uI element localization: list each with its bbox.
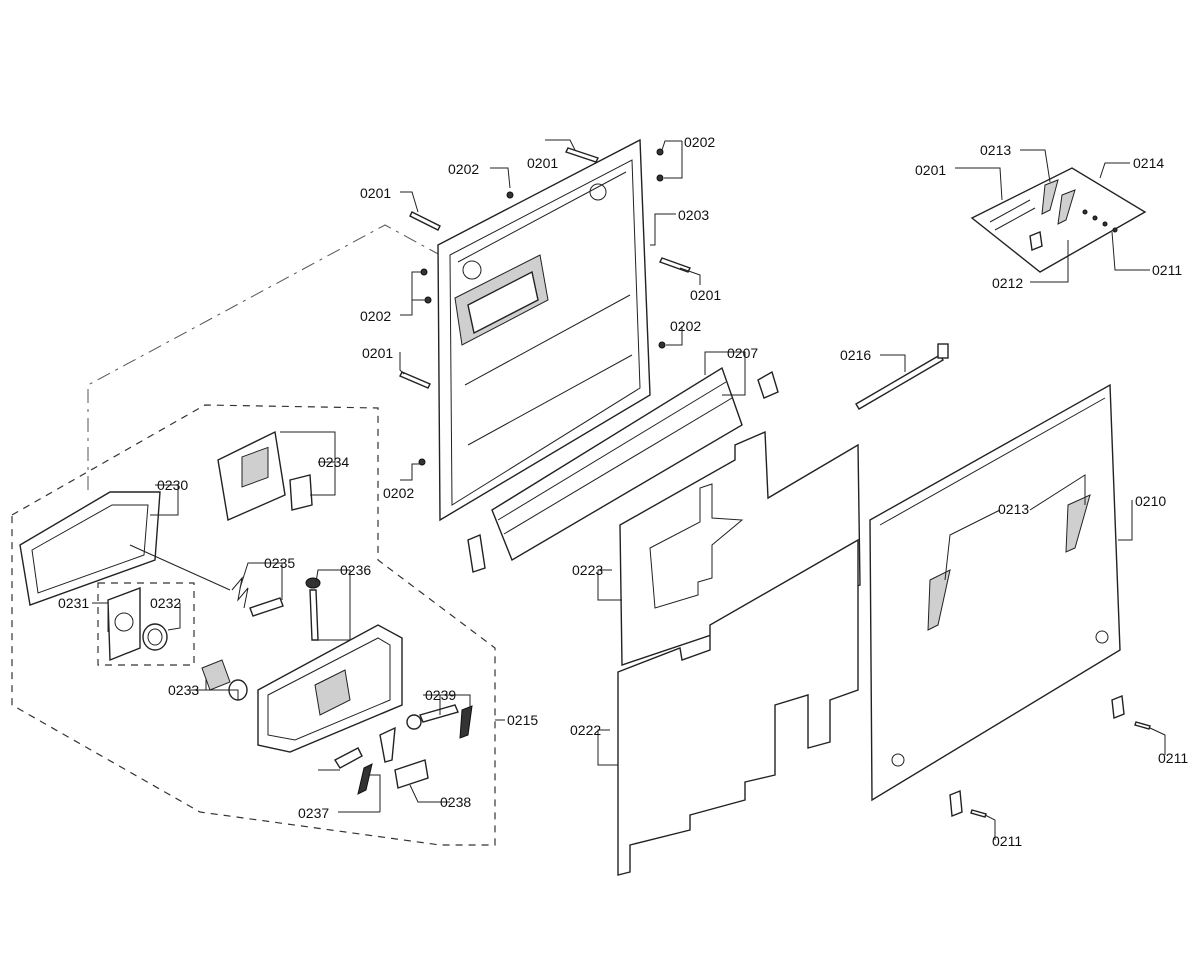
spring-and-pin (231, 576, 321, 641)
hardware-kit (970, 167, 1147, 273)
rod-0216 (855, 343, 949, 410)
callout-0211-right: 0211 (1158, 750, 1188, 766)
callout-0231: 0231 (58, 595, 89, 611)
callout-0232: 0232 (150, 595, 181, 611)
screws-door (399, 147, 691, 466)
callout-0238: 0238 (440, 794, 471, 810)
dispenser-lid (217, 430, 313, 522)
callout-0230: 0230 (157, 477, 188, 493)
callout-labels: 0201 0202 0202 0201 0203 0201 0202 0202 … (58, 134, 1188, 849)
callout-0207: 0207 (727, 345, 758, 361)
callout-0213-panel: 0213 (998, 501, 1029, 517)
callout-0214: 0214 (1133, 155, 1164, 171)
callout-0215: 0215 (507, 712, 538, 728)
inner-door-reference-line (87, 224, 441, 490)
callout-0237: 0237 (298, 805, 329, 821)
seal-subgroup-outline (97, 582, 195, 666)
dispenser-frame (19, 491, 231, 606)
callout-0203: 0203 (678, 207, 709, 223)
callout-0201-right: 0201 (690, 287, 721, 303)
callout-0201-left2: 0201 (362, 345, 393, 361)
inner-door-panel (437, 138, 651, 522)
callout-0201-left1: 0201 (360, 185, 391, 201)
callout-0202-topright: 0202 (684, 134, 715, 150)
door-trim-strip (467, 366, 779, 573)
callout-0211-kit: 0211 (1152, 262, 1182, 278)
insulation-upper (619, 430, 861, 666)
callout-0210: 0210 (1135, 493, 1166, 509)
insulation-lower (617, 538, 859, 876)
callout-0222: 0222 (570, 722, 601, 738)
leader-lines (92, 139, 1166, 840)
callout-0202-top: 0202 (448, 161, 479, 177)
callout-0202-left: 0202 (360, 308, 391, 324)
callout-0239: 0239 (425, 687, 456, 703)
rinse-cap (201, 659, 248, 701)
callout-0216: 0216 (840, 347, 871, 363)
callout-0211-bottom: 0211 (992, 833, 1022, 849)
callout-0213-kit: 0213 (980, 142, 1011, 158)
dispenser-body (257, 624, 403, 753)
callout-0233: 0233 (168, 682, 199, 698)
callout-0236: 0236 (340, 562, 371, 578)
callout-0235: 0235 (264, 555, 295, 571)
callout-0201-top: 0201 (527, 155, 558, 171)
callout-0212: 0212 (992, 275, 1023, 291)
clips-0211 (949, 695, 1151, 818)
callout-0201-kit: 0201 (915, 162, 946, 178)
callout-0234: 0234 (318, 454, 349, 470)
outer-door-panel (869, 383, 1121, 802)
callout-0202-right: 0202 (670, 318, 701, 334)
callout-0223: 0223 (572, 562, 603, 578)
levers (334, 704, 473, 795)
callout-0202-bottom: 0202 (383, 485, 414, 501)
cover-and-seal (107, 586, 168, 662)
